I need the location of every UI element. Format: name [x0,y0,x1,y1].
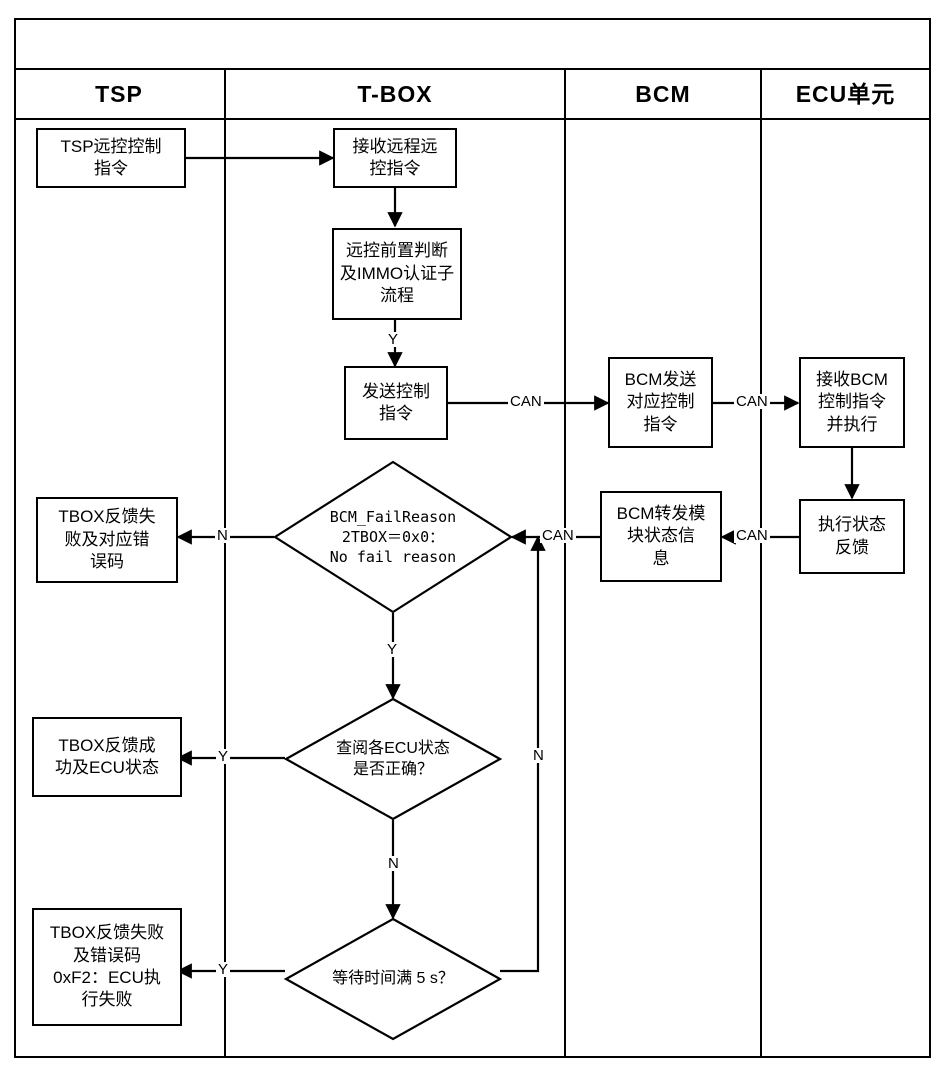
lane-divider-2 [564,68,566,1058]
node-send-control-command[interactable]: 发送控制 指令 [344,366,448,440]
lane-title-tsp: TSP [95,81,143,107]
edge-label-can-n8-d1: CAN [540,527,576,544]
header-rule-bottom [14,118,931,120]
edge-label-n-d1-n9: N [215,527,230,544]
lane-title-ecu: ECU单元 [795,81,896,107]
node-ecu-receive-execute[interactable]: 接收BCM 控制指令 并执行 [799,357,905,448]
lane-title-tbox: T-BOX [357,81,433,107]
lane-title-bcm: BCM [635,81,691,107]
edge-label-n-d2-d3: N [386,855,401,872]
node-tsp-remote-command[interactable]: TSP远控控制 指令 [36,128,186,188]
node-tbox-feedback-fail-0xf2[interactable]: TBOX反馈失败 及错误码 0xF2：ECU执 行失败 [32,908,182,1026]
edge-label-y-d2-n10: Y [216,748,231,765]
node-tbox-feedback-fail-errorcode[interactable]: TBOX反馈失 败及对应错 误码 [36,497,178,583]
node-receive-remote-command[interactable]: 接收远程远 控指令 [333,128,457,188]
node-bcm-send-control-command[interactable]: BCM发送 对应控制 指令 [608,357,713,448]
header-rule-top [14,68,931,70]
lane-divider-1 [224,68,226,1058]
node-decision-bcm-failreason[interactable]: BCM_FailReason 2TBOX＝0x0： No fail reason [272,460,514,614]
edge-label-y-n3-n4: Y [386,331,401,348]
node-decision-wait-5s[interactable]: 等待时间满 5 s？ [283,917,503,1041]
edge-label-y-d1-d2: Y [385,641,400,658]
edge-label-can-n7-n8: CAN [734,527,770,544]
edge-label-y-d3-n11: Y [216,961,231,978]
node-ecu-execution-status-feedback[interactable]: 执行状态 反馈 [799,499,905,574]
node-remote-precheck-immo[interactable]: 远控前置判断 及IMMO认证子 流程 [332,228,462,320]
node-tbox-feedback-success-ecu-state[interactable]: TBOX反馈成 功及ECU状态 [32,717,182,797]
edge-label-n-d3-d1: N [531,747,546,764]
node-decision-ecu-state-correct[interactable]: 查阅各ECU状态 是否正确？ [283,697,503,821]
edge-label-can-n4-n5: CAN [508,393,544,410]
lane-divider-3 [760,68,762,1058]
node-bcm-forward-module-status[interactable]: BCM转发模 块状态信 息 [600,491,722,582]
edge-label-can-n5-n6: CAN [734,393,770,410]
